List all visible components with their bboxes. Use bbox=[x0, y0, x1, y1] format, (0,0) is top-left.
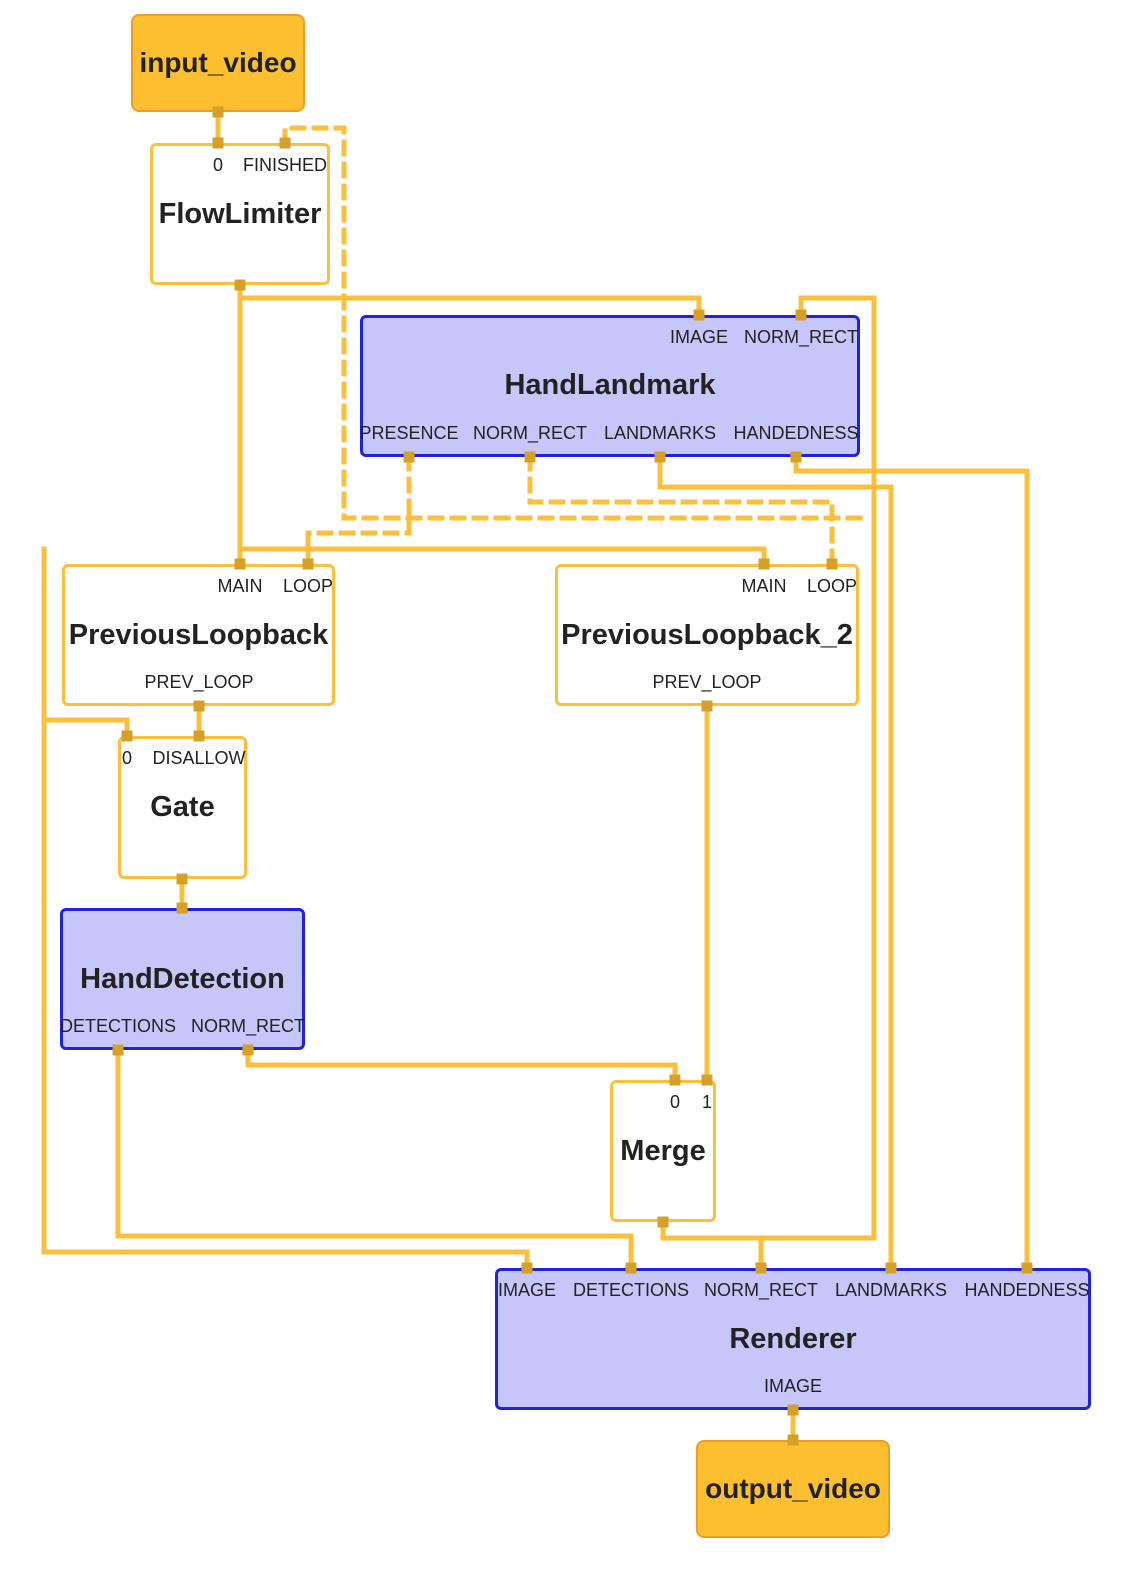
input-port-handedness[interactable] bbox=[1021, 1262, 1033, 1274]
input-port-finished[interactable] bbox=[279, 137, 291, 149]
input-port-disallow[interactable] bbox=[193, 730, 205, 742]
node-title: Renderer bbox=[729, 1323, 857, 1355]
input-port-label: 0 bbox=[669, 1092, 681, 1112]
output-port-detections[interactable] bbox=[112, 1044, 124, 1056]
output-port-label: HANDEDNESS bbox=[733, 423, 859, 443]
input-port-default[interactable] bbox=[176, 902, 188, 914]
edge-hand-landmark-out-landmarks-to-renderer-in-landmarks bbox=[657, 454, 894, 1271]
output-port-image[interactable] bbox=[787, 1404, 799, 1416]
node-hand-detection[interactable]: HandDetection bbox=[60, 908, 305, 1050]
edge-flow-limiter-out-0-to-hand-landmark-in-image bbox=[237, 282, 702, 318]
input-port-label: 0 bbox=[212, 155, 224, 175]
input-port-default[interactable] bbox=[787, 1434, 799, 1446]
input-port-label: IMAGE bbox=[497, 1280, 557, 1300]
node-title: input_video bbox=[139, 47, 297, 78]
input-port-label: DISALLOW bbox=[152, 748, 246, 768]
input-port-norm-rect[interactable] bbox=[755, 1262, 767, 1274]
input-port-label: MAIN bbox=[217, 576, 263, 596]
output-port-label: DETECTIONS bbox=[59, 1016, 177, 1036]
output-port-landmarks[interactable] bbox=[654, 451, 666, 463]
output-port-label: LANDMARKS bbox=[603, 423, 717, 443]
input-port-label: MAIN bbox=[741, 576, 787, 596]
node-title: PreviousLoopback_2 bbox=[561, 619, 853, 651]
node-title: HandDetection bbox=[80, 963, 285, 995]
edge-hand-landmark-out-norm-rect-to-previous-loopback-2-in-loop bbox=[527, 454, 835, 567]
input-port-landmarks[interactable] bbox=[885, 1262, 897, 1274]
output-port-label: NORM_RECT bbox=[190, 1016, 306, 1036]
node-renderer[interactable]: Renderer bbox=[495, 1268, 1091, 1410]
output-port-norm-rect[interactable] bbox=[524, 451, 536, 463]
input-port-main[interactable] bbox=[758, 558, 770, 570]
node-output-video[interactable]: output_video bbox=[696, 1440, 890, 1538]
input-port-label: HANDEDNESS bbox=[964, 1280, 1090, 1300]
output-port-label: IMAGE bbox=[763, 1376, 823, 1396]
node-input-video[interactable]: input_video bbox=[131, 14, 305, 112]
input-port-0[interactable] bbox=[669, 1074, 681, 1086]
output-port-label: NORM_RECT bbox=[472, 423, 588, 443]
edge-merge-out-0-to-hand-landmark-in-norm-rect bbox=[660, 295, 877, 1241]
node-previous-loopback-2[interactable]: PreviousLoopback_2 bbox=[555, 564, 859, 706]
input-port-1[interactable] bbox=[701, 1074, 713, 1086]
node-hand-landmark[interactable]: HandLandmark bbox=[360, 315, 860, 457]
node-title: FlowLimiter bbox=[158, 198, 322, 230]
input-port-label: LANDMARKS bbox=[834, 1280, 948, 1300]
node-title: output_video bbox=[705, 1473, 881, 1504]
input-port-label: 1 bbox=[701, 1092, 713, 1112]
input-port-image[interactable] bbox=[693, 309, 705, 321]
output-port-default[interactable] bbox=[176, 873, 188, 885]
edge-flow-limiter-out-0-to-previous-loopback-2-in-main bbox=[237, 546, 767, 567]
output-port-prev-loop[interactable] bbox=[701, 700, 713, 712]
input-port-0[interactable] bbox=[212, 137, 224, 149]
output-port-presence[interactable] bbox=[403, 451, 415, 463]
input-port-norm-rect[interactable] bbox=[795, 309, 807, 321]
input-port-label: IMAGE bbox=[669, 327, 729, 347]
output-port-default[interactable] bbox=[657, 1216, 669, 1228]
node-title: PreviousLoopback bbox=[68, 619, 329, 651]
input-port-image[interactable] bbox=[521, 1262, 533, 1274]
edge-hand-detection-out-norm-rect-to-merge-in-0 bbox=[245, 1047, 678, 1083]
output-port-prev-loop[interactable] bbox=[193, 700, 205, 712]
input-port-label: LOOP bbox=[806, 576, 858, 596]
edge-flow-limiter-out-0-to-renderer-in-image bbox=[41, 546, 530, 1271]
input-port-loop[interactable] bbox=[302, 558, 314, 570]
output-port-default[interactable] bbox=[212, 106, 224, 118]
node-previous-loopback[interactable]: PreviousLoopback bbox=[62, 564, 335, 706]
output-port-label: PRESENCE bbox=[359, 423, 459, 443]
output-port-default[interactable] bbox=[234, 279, 246, 291]
input-port-label: 0 bbox=[121, 748, 133, 768]
output-port-label: PREV_LOOP bbox=[144, 672, 254, 692]
output-port-label: PREV_LOOP bbox=[652, 672, 762, 692]
input-port-label: NORM_RECT bbox=[703, 1280, 819, 1300]
input-port-loop[interactable] bbox=[826, 558, 838, 570]
input-port-label: FINISHED bbox=[242, 155, 328, 175]
node-title: Merge bbox=[620, 1135, 706, 1167]
edge-hand-landmark-out-handedness-to-renderer-in-handedness bbox=[793, 454, 1030, 1271]
input-port-main[interactable] bbox=[234, 558, 246, 570]
output-port-norm-rect[interactable] bbox=[242, 1044, 254, 1056]
node-gate[interactable]: Gate bbox=[118, 736, 247, 879]
input-port-0[interactable] bbox=[121, 730, 133, 742]
node-merge[interactable]: Merge bbox=[610, 1080, 716, 1222]
input-port-label: DETECTIONS bbox=[572, 1280, 690, 1300]
output-port-handedness[interactable] bbox=[790, 451, 802, 463]
edge-hand-detection-out-detections-to-renderer-in-detections bbox=[115, 1047, 634, 1271]
edge-renderer-out-image-to-flow-limiter-in-finished bbox=[282, 125, 865, 521]
node-title: HandLandmark bbox=[504, 369, 716, 401]
input-port-label: NORM_RECT bbox=[743, 327, 859, 347]
input-port-detections[interactable] bbox=[625, 1262, 637, 1274]
node-title: Gate bbox=[150, 791, 215, 823]
input-port-label: LOOP bbox=[282, 576, 334, 596]
